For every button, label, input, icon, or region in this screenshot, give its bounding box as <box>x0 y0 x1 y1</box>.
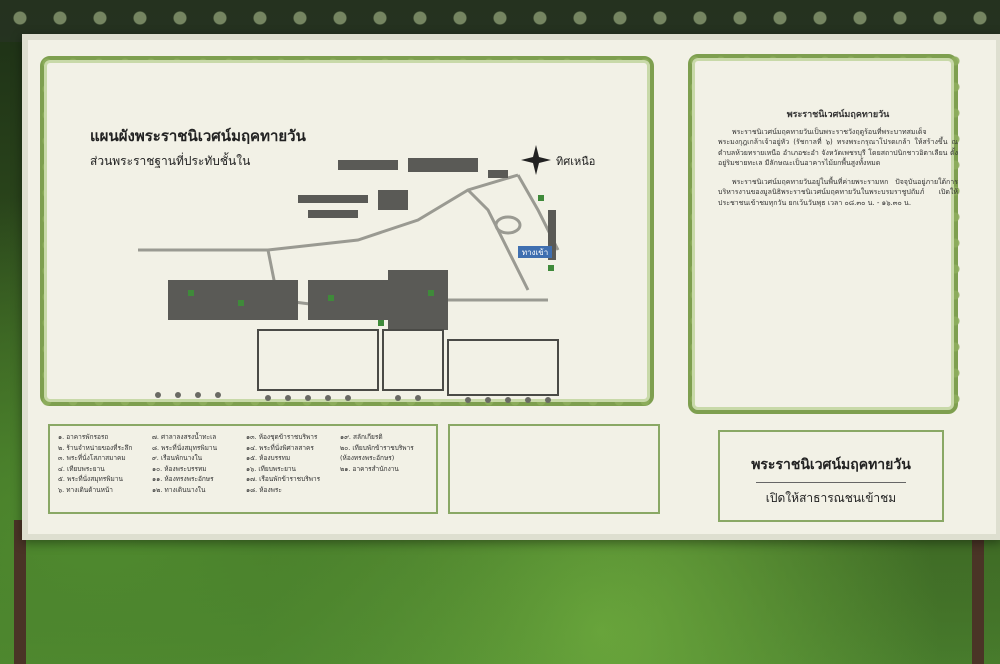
empty-panel <box>448 424 660 514</box>
legend-item: ๑. อาคารพักรอรถ <box>58 433 109 441</box>
sign-post-left <box>14 520 26 664</box>
legend-column-2: ๗. ศาลาลงสรงน้ำทะเล ๘. พระที่นั่งสมุทรพิ… <box>152 432 240 506</box>
history-paragraph-2: พระราชนิเวศน์มฤคทายวันอยู่ในพื้นที่ค่ายพ… <box>718 177 958 207</box>
legend-item: ๑๓. ห้องชุดข้าราชบริพาร <box>246 433 318 441</box>
open-to-public-text: เปิดให้สาธารณชนเข้าชม <box>765 491 897 505</box>
history-paragraph-1: พระราชนิเวศน์มฤคทายวันเป็นพระราชวังฤดูร้… <box>718 127 958 168</box>
divider <box>756 482 906 483</box>
history-heading: พระราชนิเวศน์มฤคทายวัน <box>786 110 890 120</box>
map-title: แผนผังพระราชนิเวศน์มฤคทายวัน <box>90 127 306 145</box>
map-subtitle: ส่วนพระราชฐานที่ประทับชั้นใน <box>90 154 251 168</box>
legend-column-1: ๑. อาคารพักรอรถ ๒. ร้านจำหน่ายของที่ระลึ… <box>58 432 146 506</box>
legend-item: ๗. ศาลาลงสรงน้ำทะเล <box>152 433 217 441</box>
entrance-label: ทางเข้า <box>522 248 548 257</box>
legend-item: ๒. ร้านจำหน่ายของที่ระลึก <box>58 443 133 452</box>
legend-item: ๕. พระที่นั่งสมุทรพิมาน <box>58 475 123 483</box>
text-vine-frame <box>688 54 958 414</box>
legend-column-4: ๑๙. สลักเกียรติ ๒๐. เทียบพักข้าราชบริพาร… <box>340 432 428 506</box>
palace-name-panel: พระราชนิเวศน์มฤคทายวัน เปิดให้สาธารณชนเข… <box>718 430 944 522</box>
legend-item: ๘. พระที่นั่งสมุทรพิมาน <box>152 443 218 452</box>
legend-item: ๙. เรือนพักนางใน <box>152 454 203 462</box>
legend-item: ๑๘. ห้องพระ <box>246 485 282 494</box>
legend-item: ๒๑. อาคารสำนักงาน <box>340 464 399 473</box>
legend-item: ๓. พระที่นั่งโสภาสมาคม <box>58 454 126 462</box>
compass-icon <box>521 145 551 175</box>
history-text: พระราชนิเวศน์มฤคทายวัน พระราชนิเวศน์มฤคท… <box>718 110 958 216</box>
legend-item: ๖. ทางเดินด้านหน้า <box>58 485 113 494</box>
information-board: แผนผังพระราชนิเวศน์มฤคทายวัน ส่วนพระราชฐ… <box>22 34 1000 540</box>
legend-item: ๑๖. เทียบพระยาน <box>246 464 296 473</box>
legend-item: ๑๗. เรือนพักข้าราชบริพาร <box>246 475 321 483</box>
palace-map: ทางเข้า <box>138 158 560 403</box>
legend-item: ๑๑. ห้องทรงพระอักษร <box>152 475 214 483</box>
sign-post-right <box>972 520 984 664</box>
legend-column-3: ๑๓. ห้องชุดข้าราชบริพาร ๑๔. พระที่นั่งพิ… <box>246 432 334 506</box>
map-title-block: แผนผังพระราชนิเวศน์มฤคทายวัน ส่วนพระราชฐ… <box>90 124 306 171</box>
palace-name: พระราชนิเวศน์มฤคทายวัน <box>751 457 911 473</box>
compass-label: ทิศเหนือ <box>556 155 596 168</box>
legend-item: ๑๙. สลักเกียรติ <box>340 433 383 441</box>
legend-item: (ห้องทรงพระอักษร) <box>340 454 395 462</box>
legend-item: ๑๒. ทางเดินนางใน <box>152 485 206 494</box>
legend-item: ๒๐. เทียบพักข้าราชบริพาร <box>340 443 414 452</box>
map-vine-frame <box>40 56 654 406</box>
legend-item: ๔. เทียบพระยาน <box>58 464 105 473</box>
map-legend: ๑. อาคารพักรอรถ ๒. ร้านจำหน่ายของที่ระลึ… <box>48 424 438 514</box>
legend-item: ๑๔. พระที่นั่งพิศาลสาคร <box>246 443 314 452</box>
legend-item: ๑๕. ห้องบรรทม <box>246 454 291 462</box>
legend-item: ๑๐. ห้องพระบรรทม <box>152 464 207 473</box>
